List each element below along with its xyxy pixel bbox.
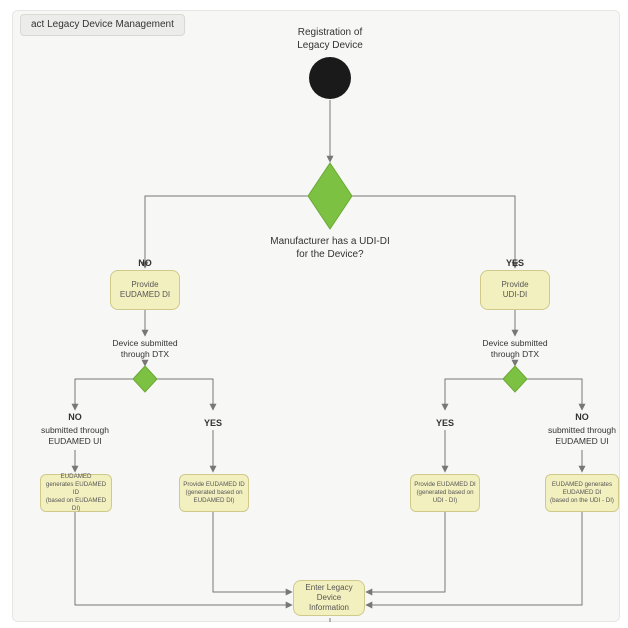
left-yes-label: YES — [203, 418, 222, 428]
right-branch-label: YES — [505, 258, 524, 268]
flow-right-yes-to-end — [365, 512, 446, 596]
flow-decision-right — [350, 195, 519, 269]
action-eudamed-generates-di: EUDAMED generates EUDAMED DI (based on t… — [545, 474, 619, 512]
start-label: Registration of Legacy Device — [297, 27, 363, 51]
action-provide-eudamed-di-from-udi: Provide EUDAMED DI (generated based on U… — [410, 474, 480, 512]
flow-left-yes-to-end — [212, 512, 293, 596]
diagram-title-tab: act Legacy Device Management — [20, 14, 185, 36]
action-enter-legacy-device-info: Enter Legacy Device Information — [293, 580, 365, 616]
flow-right-no-to-end — [365, 512, 583, 609]
left-no-label: NO — [68, 412, 82, 422]
action-provide-eudamed-id: Provide EUDAMED ID (generated based on E… — [179, 474, 249, 512]
right-no-sublabel: submitted through EUDAMED UI — [547, 425, 617, 446]
decision-left — [132, 365, 158, 393]
action-provide-eudamed-di: Provide EUDAMED DI — [110, 270, 180, 310]
right-yes-label: YES — [435, 418, 454, 428]
left-branch-label: NO — [138, 258, 152, 268]
action-provide-udi-di: Provide UDI-DI — [480, 270, 550, 310]
decision-right — [502, 365, 528, 393]
right-no-label: NO — [575, 412, 589, 422]
decision-main — [307, 162, 353, 230]
flow-right-no — [525, 378, 586, 411]
flow-decision-left — [141, 195, 310, 269]
flow-right-yes — [441, 378, 505, 411]
left-decision-label: Device submitted through DTX — [112, 338, 178, 359]
right-decision-label: Device submitted through DTX — [482, 338, 548, 359]
action-eudamed-generates-id: EUDAMED generates EUDAMED ID (based on E… — [40, 473, 112, 512]
flow-left-no — [71, 378, 135, 411]
start-node — [309, 57, 351, 99]
flow-left-yes — [155, 378, 217, 411]
flow-left-no-to-end — [74, 512, 293, 609]
left-no-sublabel: submitted through EUDAMED UI — [40, 425, 110, 446]
decision-main-label: Manufacturer has a UDI-DI for the Device… — [270, 236, 390, 260]
diagram-frame — [12, 10, 620, 622]
